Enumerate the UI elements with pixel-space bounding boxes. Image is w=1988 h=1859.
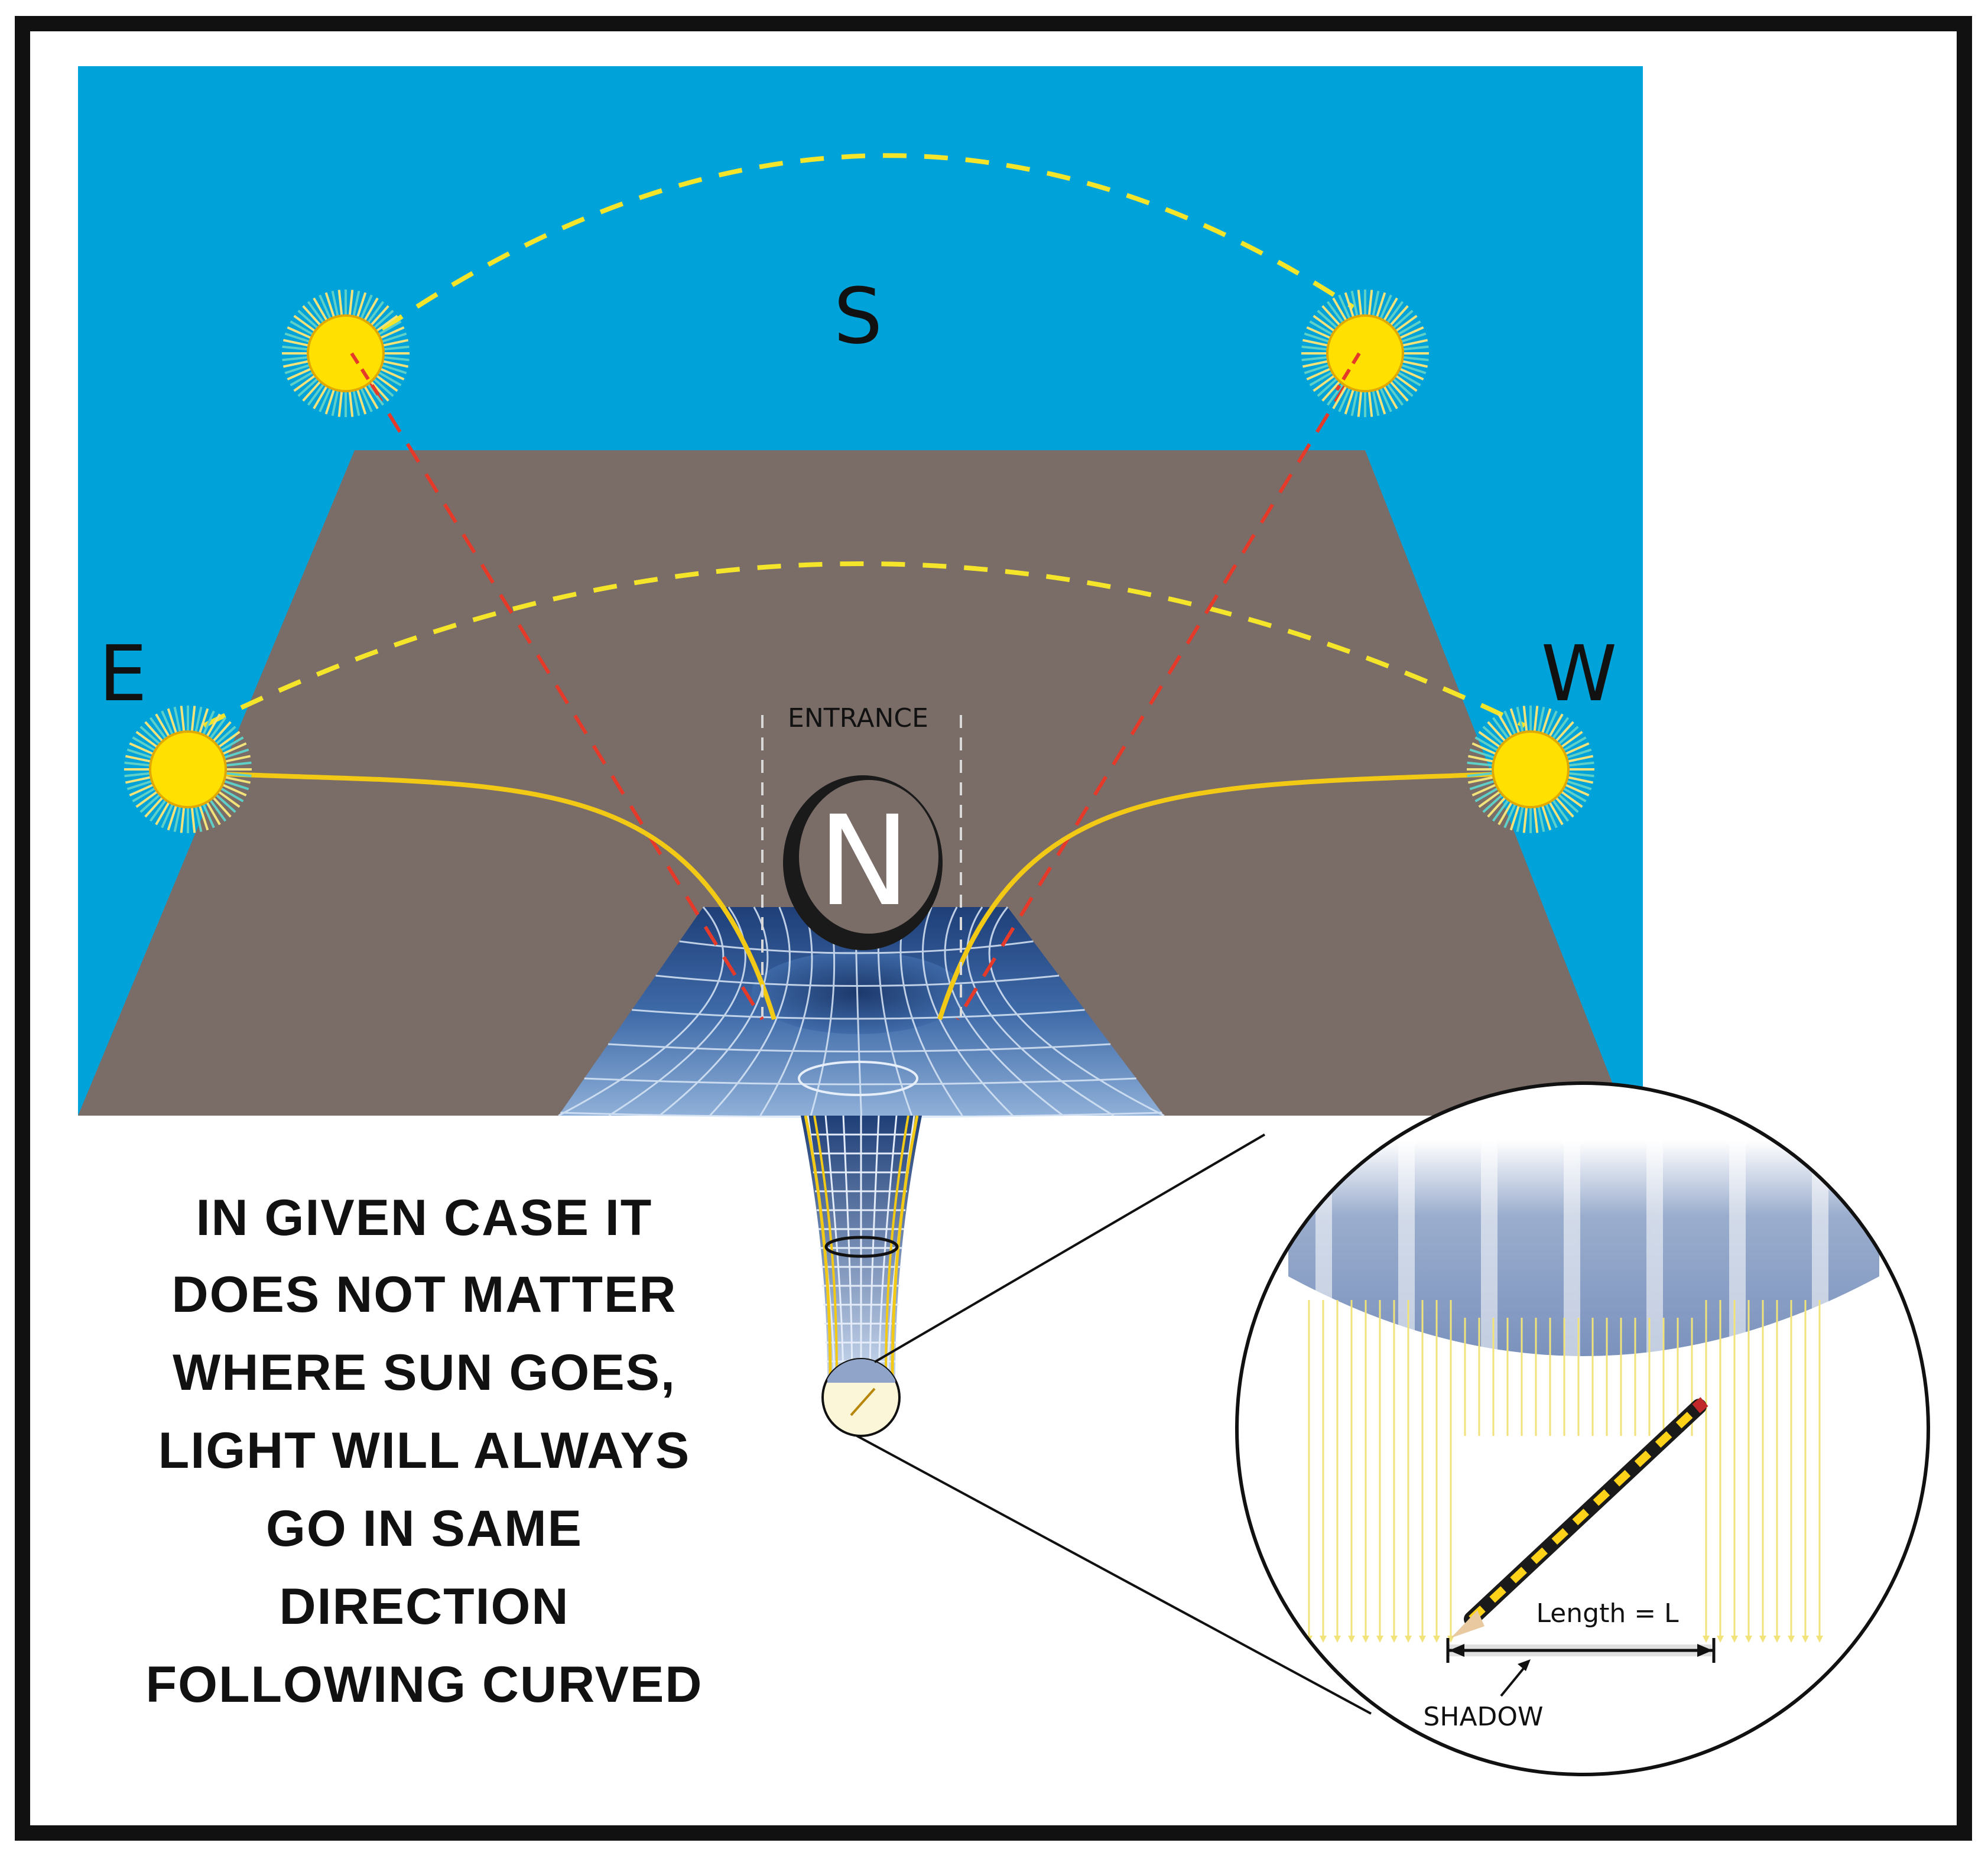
red-tick-left xyxy=(350,352,380,396)
red-tick-right xyxy=(1335,352,1361,391)
gravity-well xyxy=(558,906,1165,1118)
caption-line: FOLLOWING CURVED xyxy=(146,1656,703,1713)
caption-line: GO IN SAME xyxy=(266,1500,583,1557)
caption-line: WHERE SUN GOES, xyxy=(173,1344,676,1401)
zoom-source-circle xyxy=(821,1358,901,1437)
label-north: N xyxy=(817,789,910,934)
caption-line: LIGHT WILL ALWAYS xyxy=(158,1422,690,1479)
label-east: E xyxy=(99,629,147,719)
zoom-connector-top xyxy=(873,1133,1266,1363)
upper-sun-path xyxy=(347,153,1355,356)
sun-lower-right-icon xyxy=(1467,706,1594,833)
red-path-right xyxy=(956,352,1367,1020)
zoom-detail-circle xyxy=(1235,1081,1930,1776)
label-south: S xyxy=(834,271,883,361)
caption-line: IN GIVEN CASE IT xyxy=(196,1190,653,1246)
label-west: W xyxy=(1541,629,1617,719)
zoom-connector-bottom xyxy=(856,1435,1372,1715)
red-path-left xyxy=(350,352,764,1020)
light-curve-right xyxy=(937,772,1499,1020)
caption-line: DOES NOT MATTER xyxy=(172,1266,677,1323)
length-dimension xyxy=(1446,1638,1716,1663)
sun-upper-right-icon xyxy=(1301,290,1429,417)
caption: IN GIVEN CASE IT DOES NOT MATTER WHERE S… xyxy=(146,1190,703,1713)
suns xyxy=(124,290,1594,833)
pencil xyxy=(1451,1397,1708,1638)
label-entrance: ENTRANCE xyxy=(788,703,928,733)
entrance-bracket xyxy=(761,715,962,1016)
north-badge: N xyxy=(783,775,943,950)
label-length: Length = L xyxy=(1536,1598,1679,1629)
light-curve-left xyxy=(224,772,777,1020)
label-shadow: SHADOW xyxy=(1423,1702,1543,1732)
sun-lower-left-icon xyxy=(124,706,252,833)
shadow-pointer xyxy=(1500,1659,1531,1697)
lower-sun-path xyxy=(203,561,1526,728)
caption-line: DIRECTION xyxy=(280,1578,570,1635)
